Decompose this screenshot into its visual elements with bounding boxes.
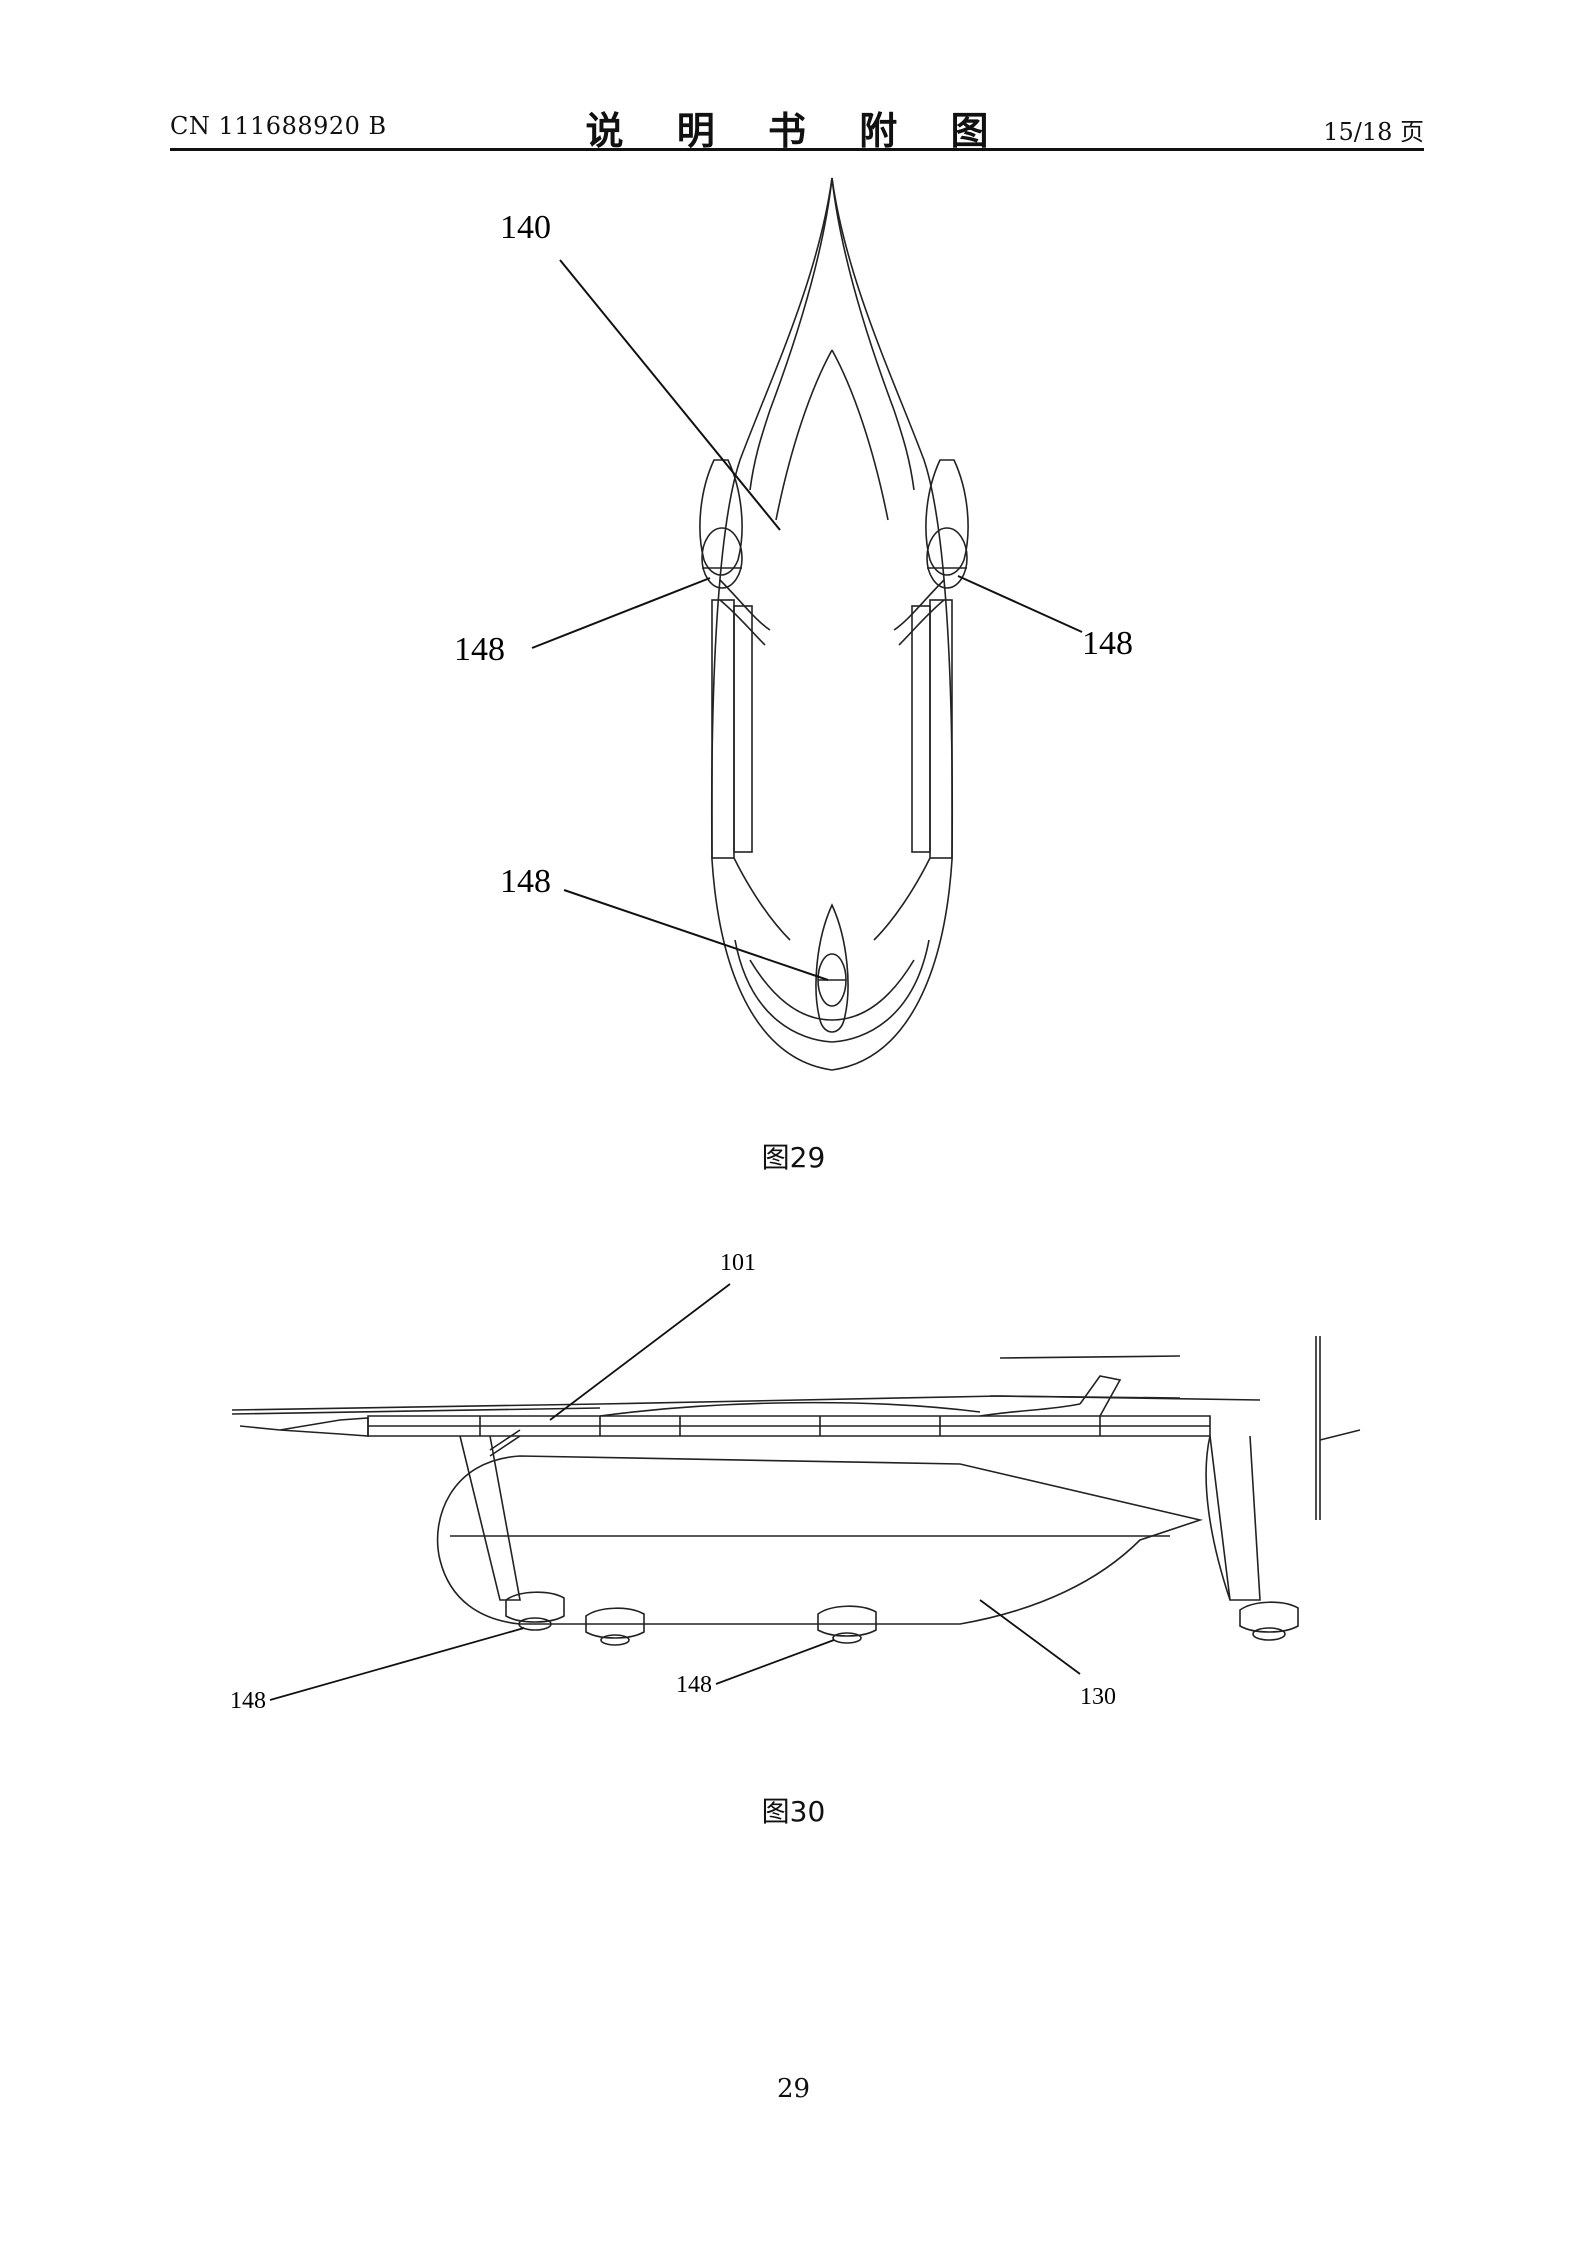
figure-29-caption: 图29 (761, 1141, 826, 1174)
label-140: 140 (500, 209, 551, 246)
figure-30-svg: 101 148 148 130 (230, 1250, 1361, 1714)
page-number: 29 (776, 2074, 811, 2104)
figure-29-svg: 140 148 148 148 (454, 177, 1133, 1071)
label-148-bottom: 148 (500, 863, 551, 900)
figure-30-caption: 图30 (761, 1795, 826, 1828)
figure-29-drawing: 140 148 148 148 (420, 160, 1180, 1090)
page-indicator: 15/18 页 (1323, 118, 1424, 146)
label-148-left: 148 (454, 631, 505, 668)
page-header: CN 111688920 B 说 明 书 附 图 15/18 页 (170, 100, 1424, 153)
page-title: 说 明 书 附 图 (585, 109, 1009, 153)
label-130: 130 (1080, 1684, 1116, 1710)
label-101: 101 (720, 1250, 756, 1276)
patent-number: CN 111688920 B (170, 112, 387, 140)
label-148-right: 148 (1082, 625, 1133, 662)
figure-30-drawing: 101 148 148 130 (220, 1220, 1390, 1740)
label-148-front: 148 (230, 1688, 266, 1714)
label-148-middle: 148 (676, 1672, 712, 1698)
